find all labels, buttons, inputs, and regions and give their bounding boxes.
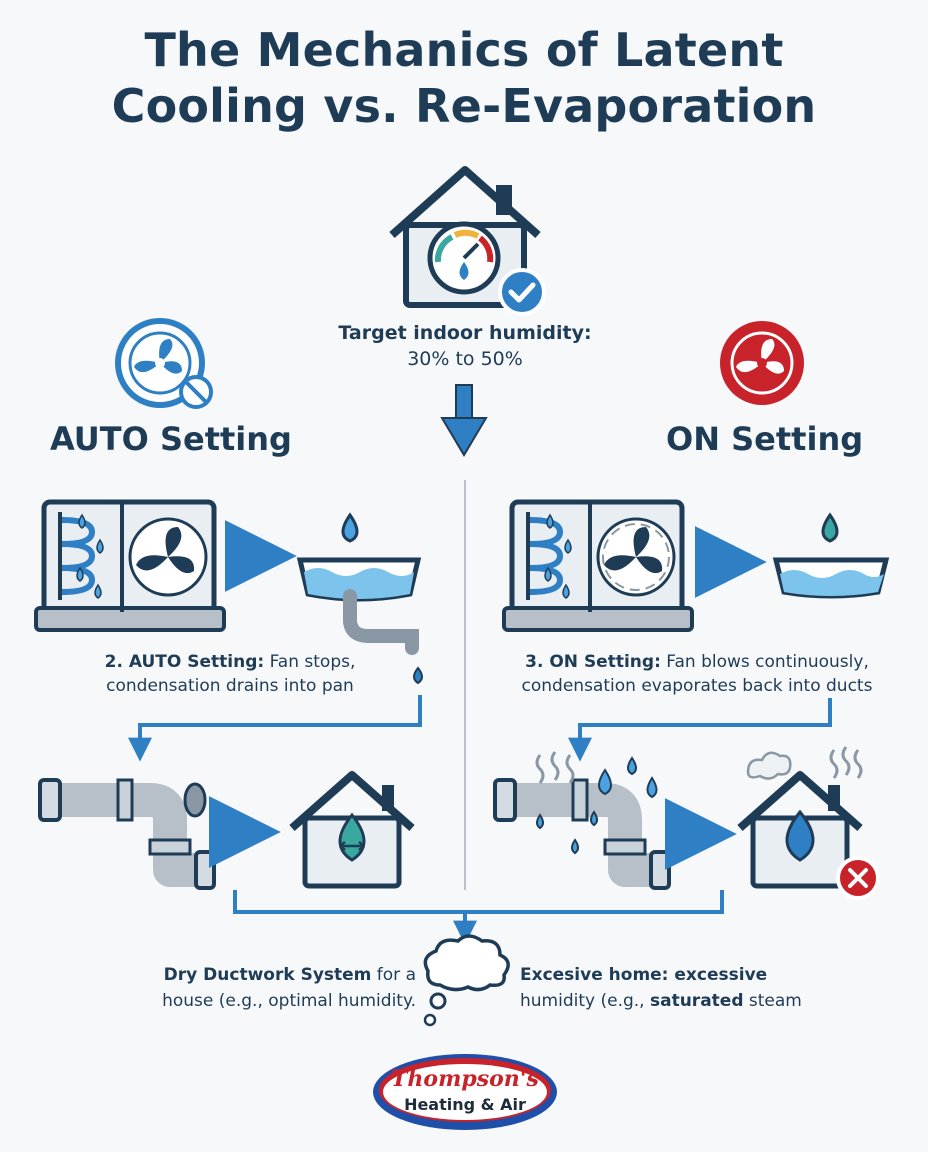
thompsons-logo — [373, 1054, 557, 1130]
wet-duct-icon — [493, 751, 671, 890]
auto-result-text: Dry Ductwork System for a house (e.g., o… — [96, 962, 416, 1014]
target-humidity-label: Target indoor humidity: 30% to 50% — [300, 320, 630, 372]
auto-caption: 2. AUTO Setting: Fan stops, condensation… — [40, 650, 420, 698]
on-result-line2b: steam — [743, 991, 802, 1011]
target-label: Target indoor humidity: — [338, 322, 592, 344]
auto-caption-line2: condensation drains into pan — [106, 676, 354, 696]
balanced-house-icon — [289, 771, 415, 889]
auto-result-rest: for a — [371, 965, 416, 985]
on-fan-icon — [720, 321, 804, 405]
auto-setting-heading: AUTO Setting — [50, 420, 292, 458]
target-range: 30% to 50% — [407, 348, 523, 370]
on-caption-line2: condensation evaporates back into ducts — [521, 676, 873, 696]
logo-name: Thompson's — [391, 1066, 539, 1092]
humid-house-icon — [737, 746, 863, 889]
on-connector-arrow — [568, 698, 832, 762]
center-down-arrow-icon — [440, 384, 488, 457]
check-badge-icon — [498, 268, 546, 316]
auto-caption-rest: Fan stops, — [264, 652, 356, 672]
on-result-text: Excesive home: excessive humidity (e.g.,… — [520, 962, 880, 1014]
on-setting-heading: ON Setting — [666, 420, 864, 458]
page-title: The Mechanics of Latent Cooling vs. Re-E… — [0, 22, 928, 134]
title-line-1: The Mechanics of Latent — [144, 23, 784, 77]
title-line-2: Cooling vs. Re-Evaporation — [111, 79, 817, 133]
auto-fan-icon — [115, 318, 213, 409]
on-result-bold: Excesive home: excessive — [520, 965, 768, 985]
auto-connector-arrow — [128, 695, 422, 762]
house-gauge-icon — [389, 166, 541, 308]
drain-pan-icon — [296, 512, 423, 685]
auto-ac-unit-icon — [34, 499, 226, 632]
on-caption-bold: 3. ON Setting: — [525, 652, 661, 672]
on-caption: 3. ON Setting: Fan blows continuously, c… — [472, 650, 922, 698]
on-result-bold2: saturated — [649, 991, 744, 1011]
auto-caption-bold: 2. AUTO Setting: — [104, 652, 265, 672]
thought-cloud-icon — [423, 934, 510, 1027]
on-caption-rest: Fan blows continuously, — [660, 652, 869, 672]
logo-subtitle: Heating & Air — [404, 1095, 526, 1114]
x-badge-icon — [836, 856, 880, 900]
auto-result-line2: house (e.g., optimal humidity. — [162, 991, 416, 1011]
on-result-line2a: humidity (e.g., — [520, 991, 650, 1011]
on-ac-unit-icon — [502, 499, 694, 632]
auto-result-bold: Dry Ductwork System — [163, 965, 372, 985]
dry-duct-icon — [38, 778, 216, 890]
on-pan-icon — [772, 512, 890, 599]
merge-bracket — [233, 890, 724, 914]
